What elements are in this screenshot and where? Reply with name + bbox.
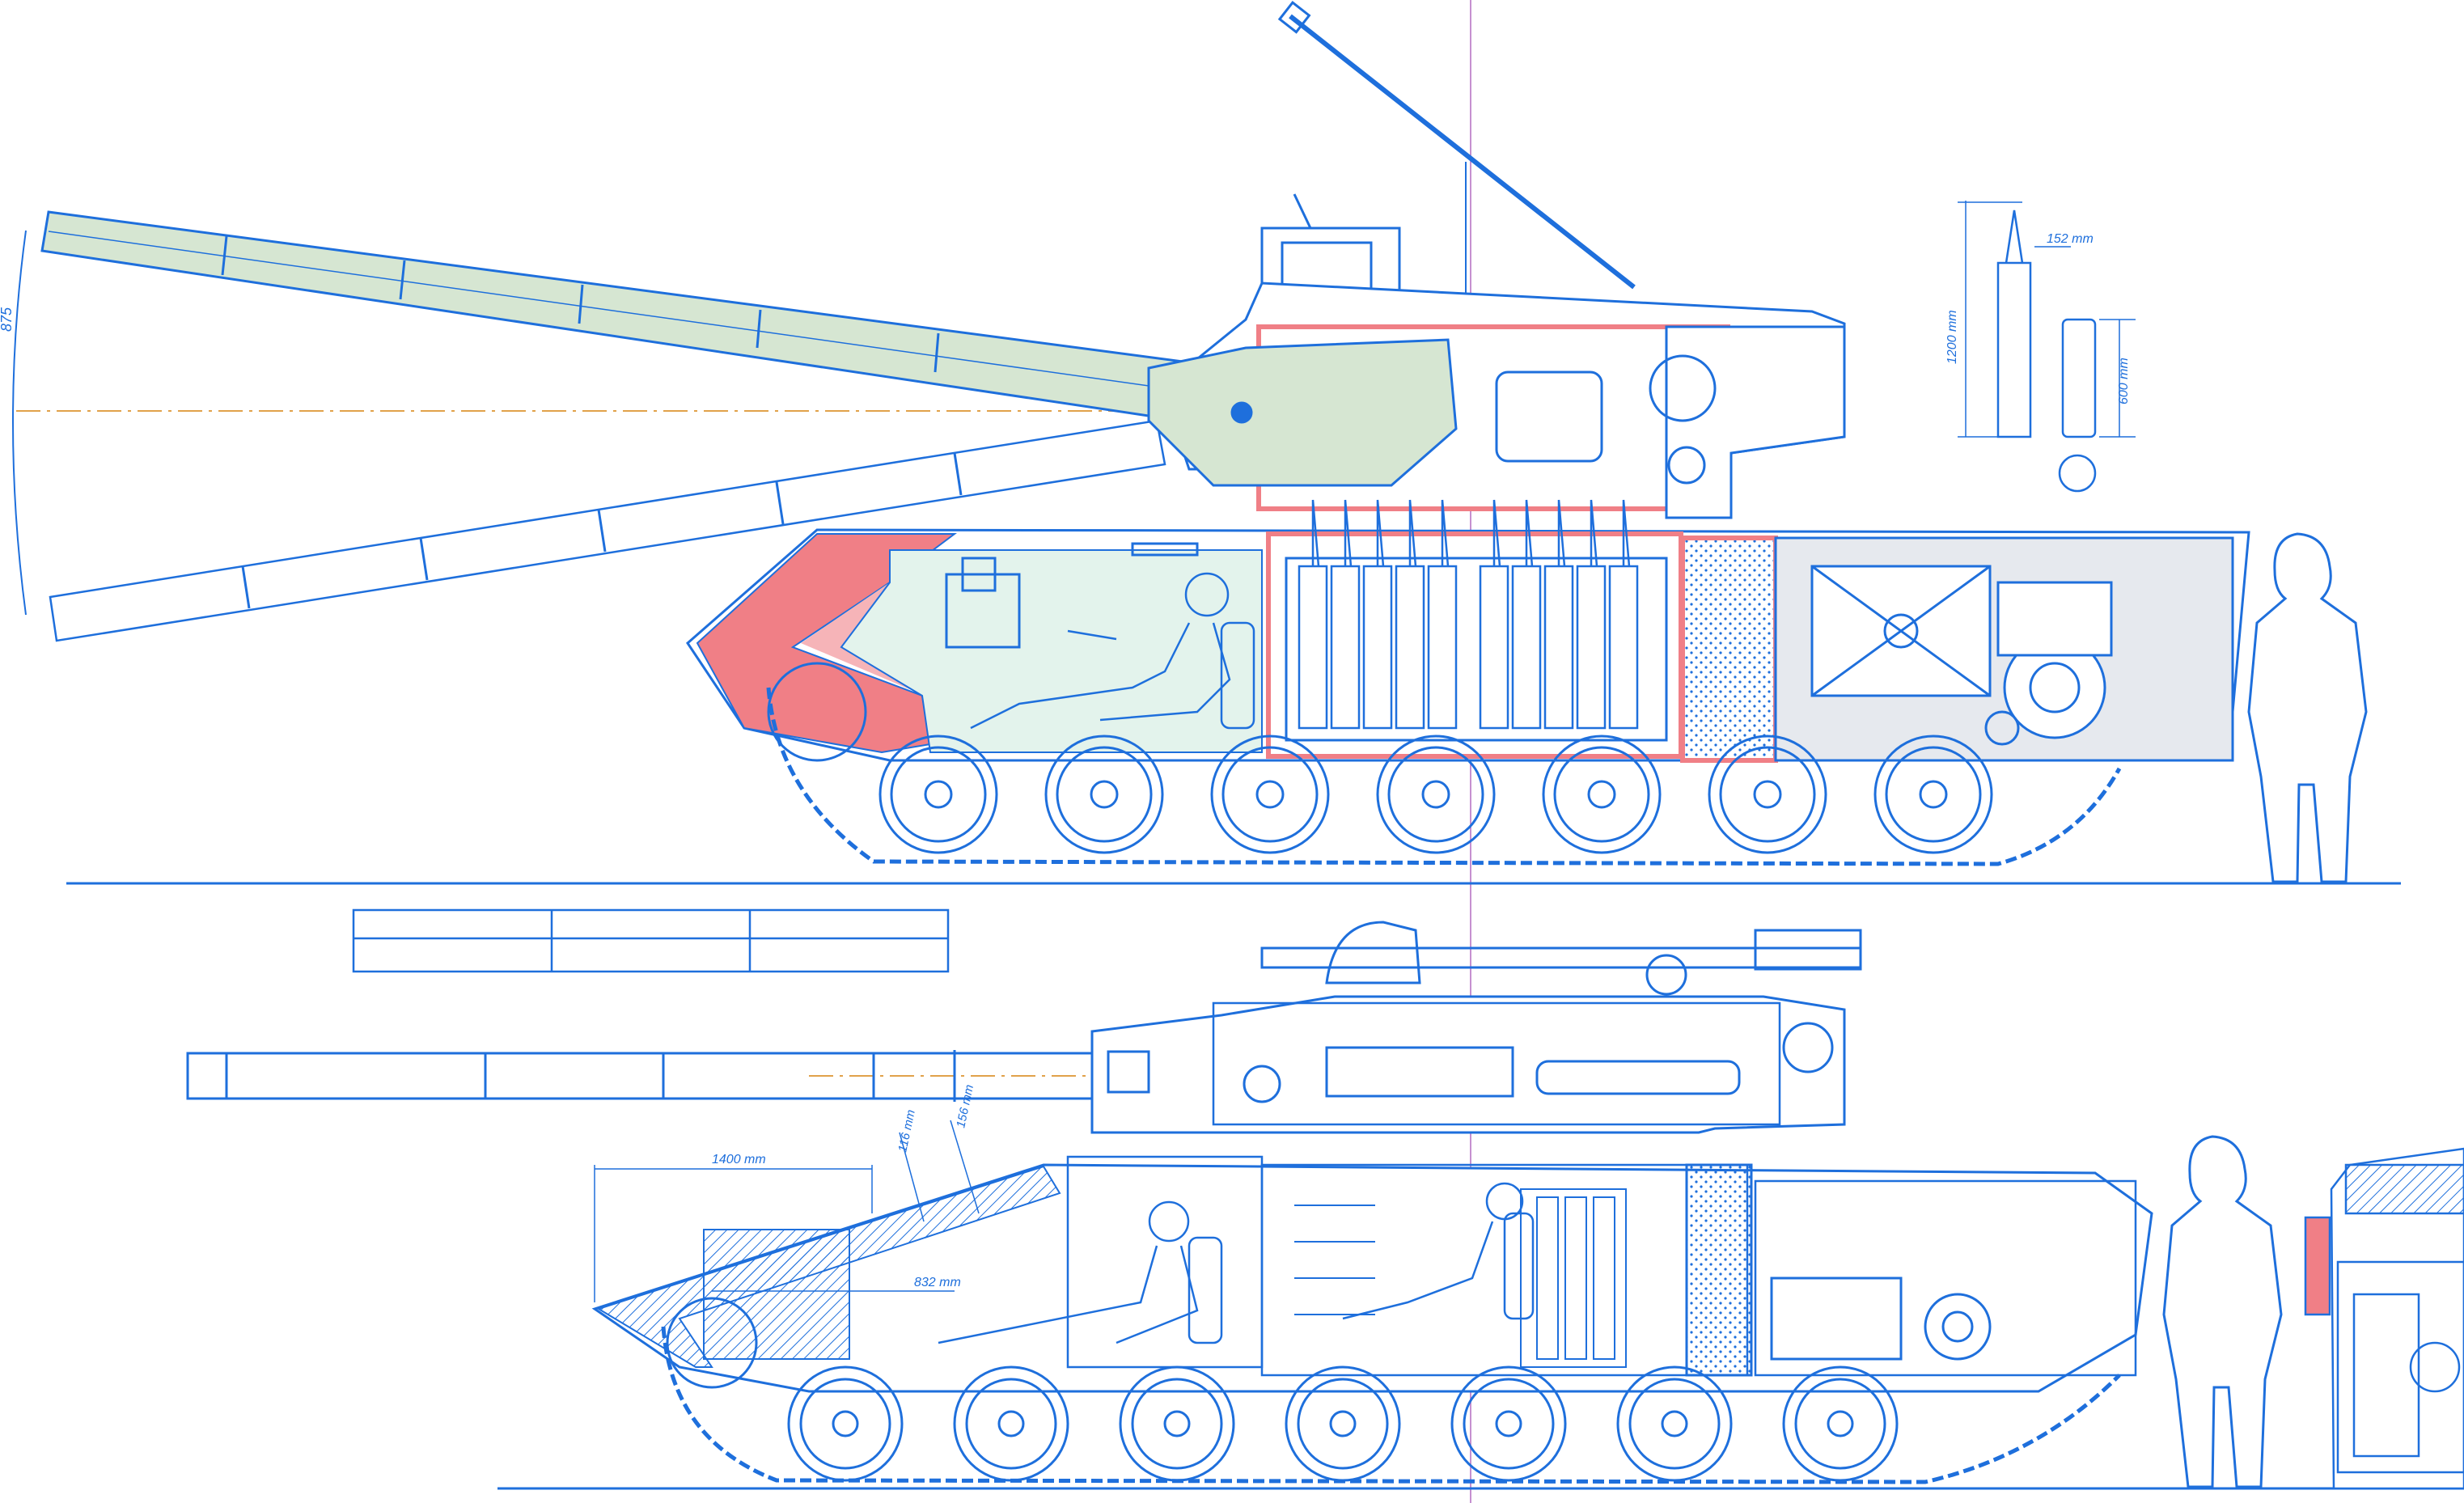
human-silhouette-upper: [2247, 532, 2368, 883]
frontal-armor: [696, 533, 957, 754]
human-silhouette-lower: [2162, 1135, 2283, 1488]
round-caliber-label: 152 mm: [2047, 232, 2094, 246]
loaded-round: [1535, 1060, 1741, 1095]
round-length-label: 1200 mm: [1945, 310, 1959, 364]
gun-barrel-raised: [40, 210, 1191, 422]
plate-b-label: 156 mm: [954, 1083, 976, 1129]
fuel-cell: [1680, 536, 1778, 763]
inner-length-label: 832 mm: [914, 1276, 961, 1289]
upper-side-view: [12, 1, 2401, 885]
ammo-compartment: [1266, 531, 1683, 759]
front-view-partial: [2304, 1147, 2464, 1490]
lower-side-view: [186, 921, 2464, 1490]
gun-mantlet: [1147, 338, 1458, 487]
elevation-arc-label: 875: [0, 307, 15, 332]
upper-road-wheels: [767, 662, 1993, 854]
lower-fuel-cell: [1685, 1163, 1753, 1377]
glacis-length-label: 1400 mm: [712, 1153, 766, 1166]
lower-engine-compartment: [1754, 1179, 2137, 1377]
lower-gunner-figure: [1342, 1182, 1535, 1320]
lower-ammo-rounds: [1294, 1188, 1627, 1368]
elevation-arc: [12, 230, 27, 616]
ammo-reference: [1958, 201, 2136, 493]
remote-weapon-barrel: [1289, 14, 1636, 290]
gunner-seat-turret: [1495, 370, 1603, 463]
ammo-rounds: [1298, 499, 1639, 730]
driver-figure: [970, 572, 1255, 730]
lower-turret-outline: [1090, 995, 1846, 1134]
lower-driver-figure: [938, 1200, 1223, 1344]
lower-gun-barrel: [186, 1052, 1241, 1100]
gun-barrel-depressed: [49, 419, 1166, 642]
plate-a-label: 116 mm: [895, 1108, 918, 1153]
case-length-label: 600 mm: [2117, 358, 2131, 404]
title-block: [352, 908, 950, 973]
lower-track: [661, 1326, 2121, 1484]
